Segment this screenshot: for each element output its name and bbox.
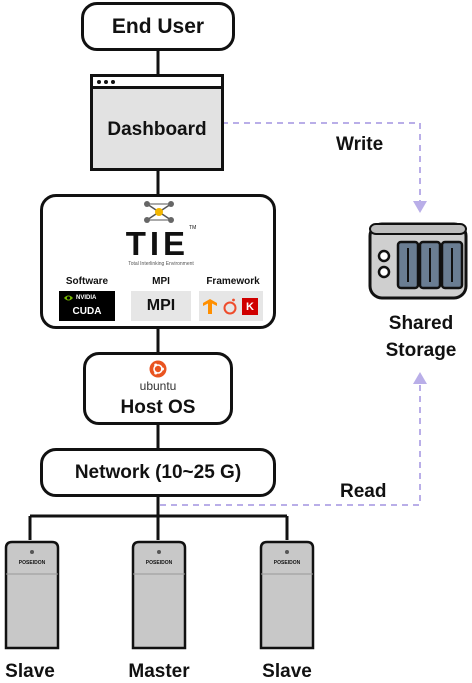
ubuntu-logo-icon [149,360,167,378]
mpi-badge: MPI [131,291,191,321]
read-edge [160,382,421,506]
nvidia-eye-icon [64,295,73,301]
tie-trademark: TM [189,225,197,231]
shared-storage-label-line1: Shared [388,313,454,334]
end-user-node: End User [81,2,235,51]
server-tower-icon [4,540,60,650]
read-edge-label: Read [340,481,387,502]
tensorflow-icon [203,299,217,314]
window-dot-icon [111,79,115,84]
window-dot-icon [97,79,101,84]
server-brand: POSEIDON [273,560,301,566]
nas-storage-icon [368,222,468,300]
tie-subtitle: Total Interlinking Environment [128,261,194,267]
host-os-node: ubuntu Host OS [83,352,233,425]
server-brand: POSEIDON [18,560,46,566]
tie-node: TIETM Total Interlinking Environment Sof… [40,194,276,329]
cuda-text: CUDA [72,306,102,317]
server-tower-icon [131,540,187,650]
write-edge [222,122,421,205]
mpi-label: MPI [152,276,170,287]
window-dot-icon [104,79,108,84]
network-label: Network (10~25 G) [74,461,242,483]
network-node: Network (10~25 G) [40,448,276,497]
framework-label: Framework [206,276,260,287]
dashboard-label: Dashboard [107,119,207,140]
dashboard-node: Dashboard [90,74,224,171]
software-label: Software [65,276,109,287]
read-arrowhead [413,372,427,384]
server-slave-2: POSEIDON [259,540,315,650]
server-master-label: Master [128,661,190,682]
mpi-badge-text: MPI [146,297,176,314]
pytorch-icon [223,298,237,315]
keras-icon: K [242,298,258,315]
shared-storage-label-line2: Storage [385,340,457,361]
nvidia-text: NVIDIA [76,295,97,301]
end-user-label: End User [111,14,205,38]
server-slave-1-label: Slave [5,661,55,682]
tie-logo-text: TIE [125,225,190,262]
server-slave-2-label: Slave [262,661,312,682]
window-titlebar [93,77,221,89]
ubuntu-text: ubuntu [139,379,177,393]
server-master: POSEIDON [131,540,187,650]
framework-badge: K [199,291,263,321]
server-slave-1: POSEIDON [4,540,60,650]
server-tower-icon [259,540,315,650]
nvidia-cuda-badge: NVIDIA CUDA [59,291,115,321]
tie-logo-icon [144,201,174,223]
write-arrowhead [413,201,427,213]
server-brand: POSEIDON [145,560,173,566]
write-edge-label: Write [336,134,384,155]
host-os-label: Host OS [120,397,196,418]
